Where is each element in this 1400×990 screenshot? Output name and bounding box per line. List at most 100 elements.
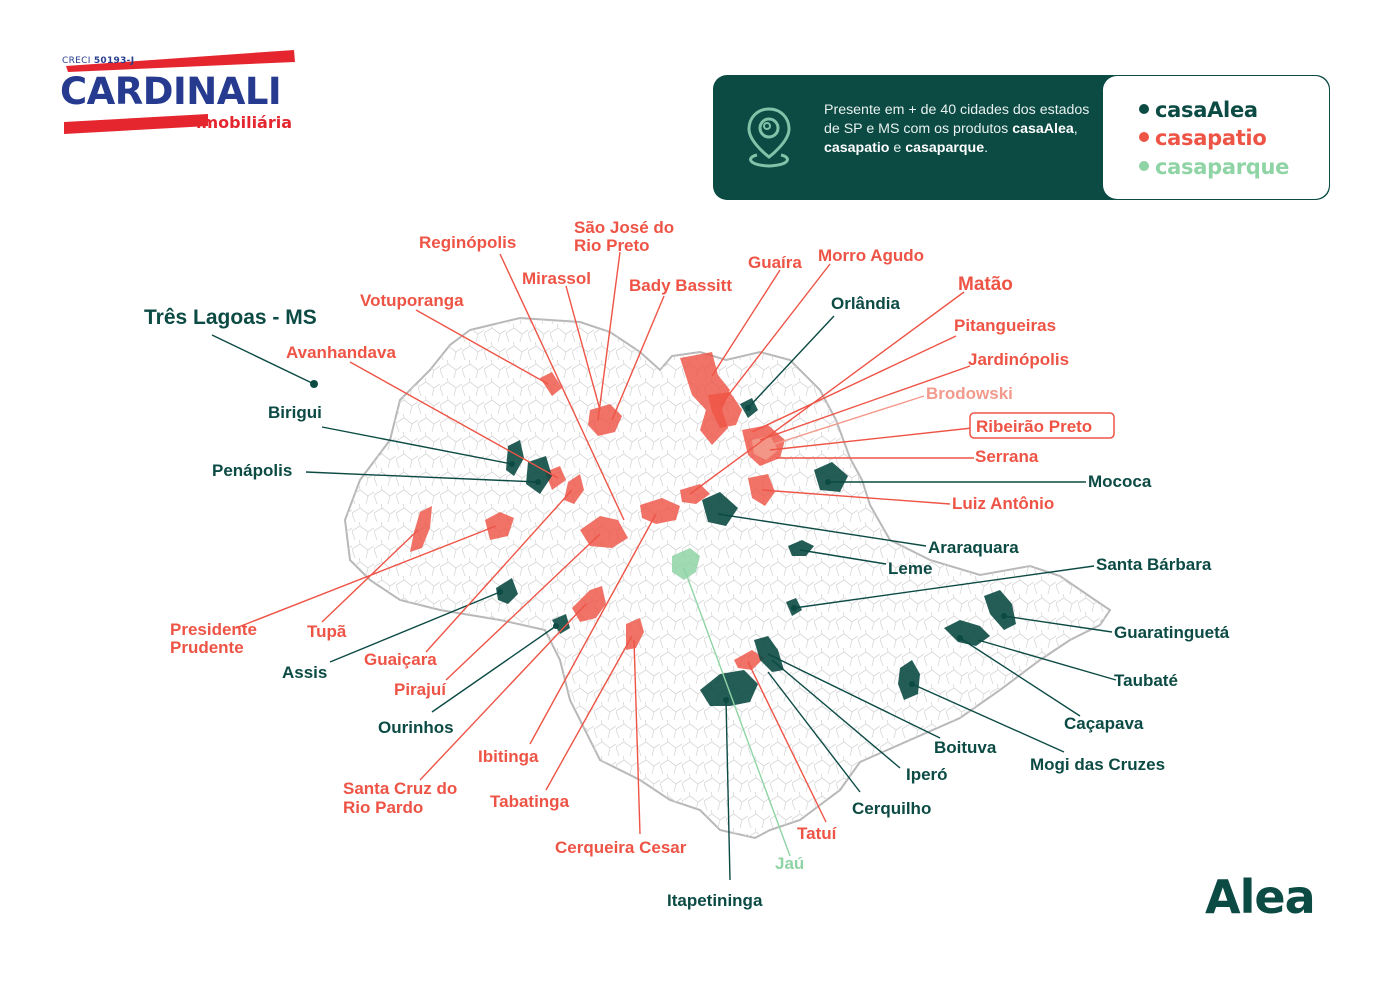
label-ibitinga: Ibitinga	[478, 747, 539, 766]
leader-line	[431, 625, 557, 713]
region-brodowski	[752, 436, 778, 460]
legend-item-casaparque: casaparque	[1139, 155, 1289, 179]
label-ipero: Iperó	[906, 765, 948, 784]
region-matao	[680, 484, 710, 504]
label-orlandia: Orlândia	[831, 294, 901, 313]
leader-line	[747, 315, 835, 409]
label-araraquara: Araraquara	[928, 538, 1019, 557]
leader-line	[717, 513, 927, 547]
label-ribeirao-preto: Ribeirão Preto	[976, 417, 1092, 436]
region-tupa	[485, 512, 514, 540]
label-mirassol: Mirassol	[522, 269, 591, 288]
marker-dot	[1001, 613, 1007, 619]
label-brodowski: Brodowski	[926, 384, 1013, 403]
creci-label: CRECI 50193-J	[62, 56, 135, 66]
leader-line	[689, 291, 965, 495]
region-leme	[788, 540, 814, 556]
legend-item-casapatio: casapatio	[1139, 126, 1267, 150]
brand-subtitle: imobiliária	[196, 113, 293, 132]
region-reginopolis	[640, 498, 680, 524]
cardinali-swoosh	[64, 50, 295, 134]
tres-lagoas-marker	[310, 380, 318, 388]
marker-dot	[535, 479, 541, 485]
banner-text: Presente em + de 40 cidades dos estados …	[824, 102, 1090, 156]
label-pp-line2: Prudente	[170, 638, 244, 657]
label-scrp-line2: Rio Pardo	[343, 798, 423, 817]
leader-line	[235, 525, 497, 629]
label-cerquilho: Cerquilho	[852, 799, 931, 818]
municipality-grid	[345, 318, 1110, 838]
leader-line	[349, 361, 559, 479]
leader-line	[683, 567, 791, 857]
leader-line	[711, 269, 781, 377]
label-santa-barbara: Santa Bárbara	[1096, 555, 1212, 574]
marker-dot	[509, 461, 515, 467]
location-pin-icon	[747, 107, 791, 168]
marker-dot	[745, 405, 751, 411]
leader-dots	[310, 380, 1007, 703]
leader-line	[633, 639, 641, 835]
region-santa-cruz	[572, 586, 606, 622]
leader-line	[545, 635, 633, 791]
label-jau: Jaú	[775, 854, 804, 873]
label-sjrp-line2: Rio Preto	[574, 236, 650, 255]
marker-dot	[497, 589, 503, 595]
label-morro-agudo: Morro Agudo	[818, 246, 924, 265]
leader-line	[767, 671, 861, 793]
leader-line	[321, 529, 419, 623]
leader-line	[1003, 615, 1113, 633]
label-pirajui: Pirajuí	[394, 680, 447, 699]
leader-line	[529, 513, 657, 745]
label-mogi: Mogi das Cruzes	[1030, 755, 1165, 774]
label-jardinopolis: Jardinópolis	[968, 350, 1069, 369]
region-ourinhos	[552, 614, 570, 634]
label-birigui: Birigui	[268, 403, 322, 422]
region-araraquara	[702, 492, 738, 526]
label-serrana: Serrana	[975, 447, 1039, 466]
legend-item-casaalea: casaAlea	[1139, 98, 1258, 122]
label-reginopolis: Reginópolis	[419, 233, 516, 252]
marker-dot	[909, 681, 915, 687]
region-mococa	[814, 462, 848, 492]
label-boituva: Boituva	[934, 738, 997, 757]
region-jau	[672, 548, 700, 580]
legend-dot-icon	[1139, 104, 1149, 114]
label-tabatinga: Tabatinga	[490, 792, 570, 811]
leader-line	[565, 285, 601, 411]
label-votuporanga: Votuporanga	[360, 291, 464, 310]
region-guaicara	[564, 474, 584, 504]
label-bady-bassitt: Bady Bassitt	[629, 276, 732, 295]
label-pitangueiras: Pitangueiras	[954, 316, 1056, 335]
leader-line	[759, 365, 971, 441]
region-luiz-antonio	[748, 474, 775, 506]
brand-name: CARDINALI	[60, 70, 282, 113]
casaalea-regions	[496, 398, 1016, 706]
leader-line	[751, 335, 957, 433]
leader-line	[211, 334, 315, 385]
leader-line	[761, 489, 951, 505]
casapatio-regions	[410, 352, 785, 670]
leader-line	[611, 295, 665, 421]
leader-line	[329, 591, 501, 663]
region-mogi	[898, 660, 920, 700]
leader-line	[419, 603, 587, 781]
leader-line	[977, 639, 1117, 681]
label-guaira: Guaíra	[748, 253, 802, 272]
label-sjrp-line1: São José do	[574, 218, 674, 237]
info-banner: Presente em + de 40 cidades dos estados …	[713, 75, 1330, 200]
label-tres-lagoas: Três Lagoas - MS	[144, 306, 317, 329]
marker-dot	[825, 479, 831, 485]
leader-line	[769, 427, 973, 451]
label-tatui: Tatuí	[797, 824, 838, 843]
label-avanhandava: Avanhandava	[286, 343, 396, 362]
label-matao: Matão	[958, 274, 1013, 295]
leader-line	[725, 699, 731, 881]
leader-line	[305, 471, 539, 483]
region-itapetininga	[700, 670, 758, 706]
leader-lines	[211, 251, 1117, 881]
leader-line	[499, 253, 625, 521]
leader-line	[911, 683, 1065, 753]
marker-dot	[957, 635, 963, 641]
label-cacapava: Caçapava	[1064, 714, 1144, 733]
